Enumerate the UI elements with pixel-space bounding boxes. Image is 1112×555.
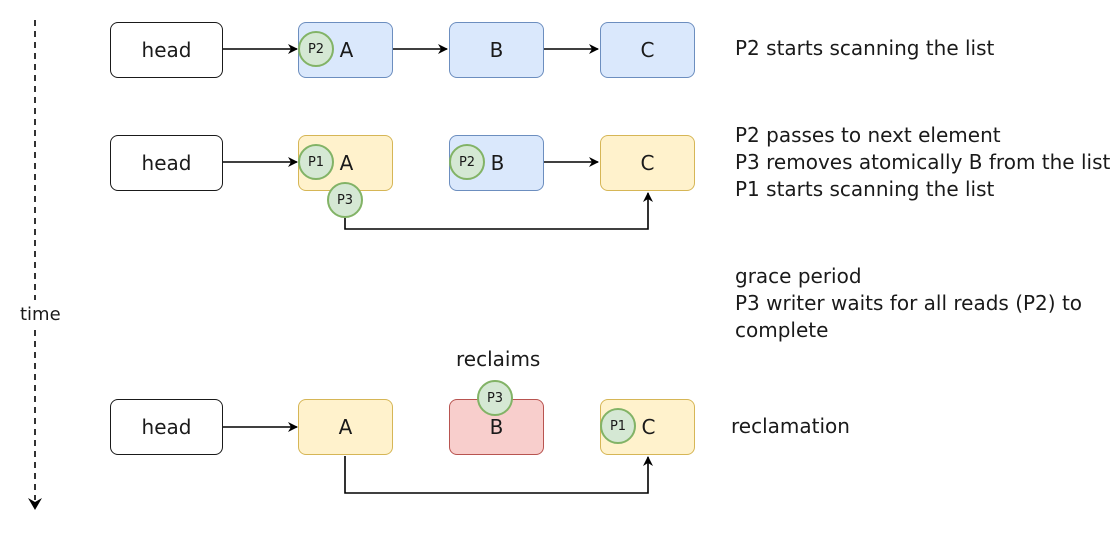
row1-node-a-label: A [339, 38, 354, 62]
row1-head-node: head [110, 22, 223, 78]
row2-token-p3: P3 [327, 182, 363, 218]
row2-note-1: P2 passes to next element [735, 123, 1001, 147]
row1-node-b: B [449, 22, 544, 78]
reclaims-label: reclaims [456, 347, 541, 371]
time-axis-label: time [19, 301, 62, 328]
row1-node-c: C [600, 22, 695, 78]
row3-token-p3: P3 [477, 380, 513, 416]
time-axis-arrowhead [28, 498, 42, 510]
row2-token-p1: P1 [298, 144, 334, 180]
grace-line-2: P3 writer waits for all reads (P2) to [735, 291, 1083, 315]
row2-token-p2: P2 [449, 144, 485, 180]
grace-line-1: grace period [735, 264, 862, 288]
grace-line-3: complete [735, 318, 829, 342]
row2-note-3: P1 starts scanning the list [735, 177, 995, 201]
row2-node-c: C [600, 135, 695, 191]
row1-token-p2: P2 [298, 31, 334, 67]
row2-note-2: P3 removes atomically B from the list. [735, 150, 1112, 174]
row2-node-a-label: A [339, 151, 354, 175]
row2-node-b-label: B [490, 151, 505, 175]
row3-head-node: head [110, 399, 223, 455]
row3-token-p1: P1 [600, 408, 636, 444]
row3-node-c-label: C [641, 415, 656, 439]
row3-note: reclamation [731, 414, 850, 438]
row3-node-a: A [298, 399, 393, 455]
arrow-row3-a-bypass-to-c [344, 456, 653, 494]
row2-head-node: head [110, 135, 223, 191]
row1-note: P2 starts scanning the list [735, 36, 995, 60]
arrow-row2-a-bypass-to-c [344, 192, 653, 230]
